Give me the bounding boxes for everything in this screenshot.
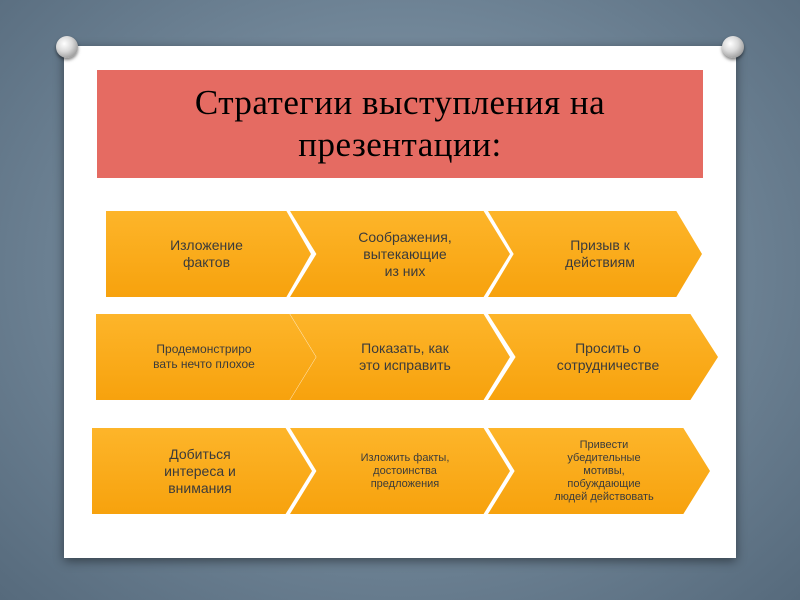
- chevron-label: Соображения, вытекающие из них: [358, 228, 452, 279]
- chevron-step: Продемонстриро вать нечто плохое: [96, 314, 316, 400]
- chevron-step: Изложить факты, достоинства предложения: [290, 428, 510, 514]
- chevron-label: Изложить факты, достоинства предложения: [360, 451, 450, 490]
- chevron-label: Изложение фактов: [170, 237, 243, 270]
- chevron-label: Добиться интереса и внимания: [164, 445, 236, 496]
- chevron-step: Добиться интереса и внимания: [92, 428, 312, 514]
- chevron-label: Просить о сотрудничестве: [556, 340, 660, 373]
- chevron-step: Соображения, вытекающие из них: [290, 211, 510, 297]
- pushpin-icon: [722, 36, 744, 58]
- chevron-step: Призыв к действиям: [488, 211, 702, 297]
- chevron-label: Показать, как это исправить: [359, 340, 451, 373]
- title-banner: Стратегии выступления на презентации:: [97, 70, 703, 178]
- pushpin-icon: [56, 36, 78, 58]
- chevron-step: Привести убедительные мотивы, побуждающи…: [488, 428, 710, 514]
- chevron-step: Просить о сотрудничестве: [488, 314, 718, 400]
- chevron-label: Призыв к действиям: [565, 237, 635, 270]
- chevron-step: Изложение фактов: [106, 211, 311, 297]
- chevron-label: Привести убедительные мотивы, побуждающи…: [554, 438, 654, 503]
- chevron-label: Продемонстриро вать нечто плохое: [153, 342, 255, 371]
- slide-title: Стратегии выступления на презентации:: [194, 83, 606, 164]
- chevron-step: Показать, как это исправить: [290, 314, 510, 400]
